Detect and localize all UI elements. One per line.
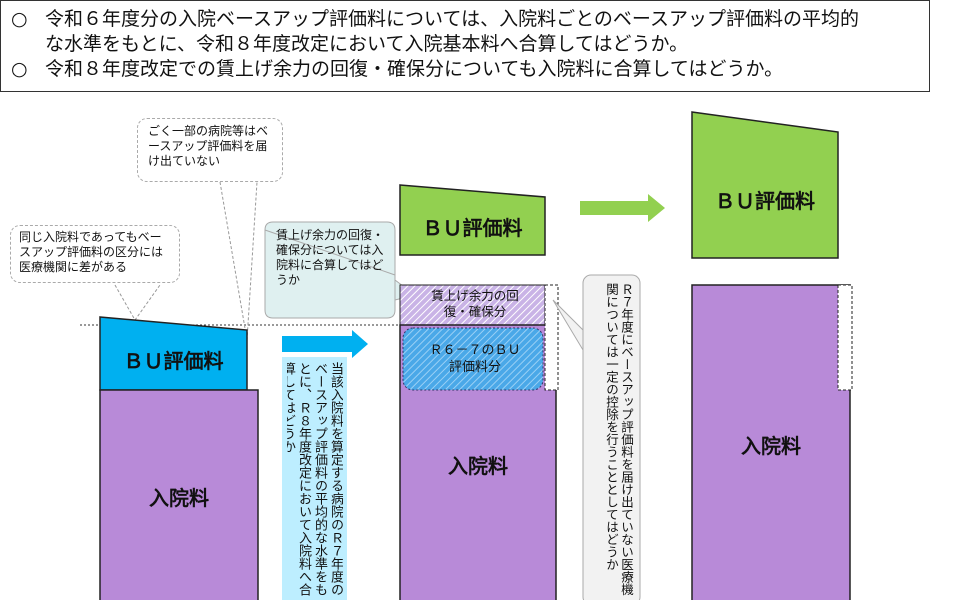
- wage-label: 賃上げ余力の回復・確保分: [431, 288, 519, 319]
- r67-block: [402, 327, 544, 391]
- callout-tail: [114, 284, 161, 321]
- callout-not-filed: ごく一部の病院等はベースアップ評価料を届け出ていない: [137, 118, 283, 182]
- r67-label: Ｒ６－７のＢＵ評価料分: [429, 343, 521, 375]
- callout-tail: [219, 181, 258, 341]
- deduct-gap: [544, 284, 559, 391]
- summary-text: 令和８年度改定での賃上げ余力の回復・確保分についても入院料に合算してはどうか。: [45, 58, 784, 80]
- bullet: ○: [11, 8, 28, 30]
- summary-text: 令和６年度分の入院ベースアップ評価料については、入院料ごとのベースアップ評価料の…: [45, 8, 859, 30]
- summary-item-1: ○ 令和６年度分の入院ベースアップ評価料については、入院料ごとのベースアップ評価料…: [11, 7, 919, 32]
- right-nyuin-block: [691, 284, 851, 600]
- middle-bu-block: [399, 184, 546, 256]
- right-bu-block: [691, 111, 839, 259]
- callout-same-fee: 同じ入院料であってもベースアップ評価料の区分には医療機関に差がある: [10, 225, 180, 283]
- wage-callout-bg: [264, 221, 396, 319]
- wage-callout: 賃上げ余力の回復・確保分については入院料に合算してはどうか: [276, 228, 385, 287]
- right-nyuin-label: 入院料: [741, 434, 801, 458]
- left-nyuin-label: 入院料: [149, 486, 209, 510]
- right-bu-label: ＢＵ評価料: [715, 189, 815, 213]
- middle-bu-label: ＢＵ評価料: [422, 216, 523, 240]
- deduct-gap: [837, 284, 853, 391]
- left-nyuin-block: [99, 389, 259, 600]
- deduct-callout-bg: [582, 274, 641, 600]
- summary-item-2: ○ 令和８年度改定での賃上げ余力の回復・確保分についても入院料に合算してはどうか。: [11, 57, 919, 82]
- summary-text: な水準をもとに、令和８年度改定において入院基本料へ合算してはどうか。: [45, 33, 689, 55]
- wage-block: [399, 284, 546, 326]
- deduct-callout: Ｒ７年度にベースアップ評価料を届け出ていない医療機関については一定の控除を行うこ…: [604, 283, 634, 596]
- middle-nyuin-label: 入院料: [448, 454, 508, 478]
- callout-tail: [552, 299, 584, 352]
- summary-box: ○ 令和６年度分の入院ベースアップ評価料については、入院料ごとのベースアップ評価料…: [0, 0, 930, 92]
- arrow-note: 当該入院料を算定する病院のＲ７年度のベースアップ評価料の平均的な水準をもとに、Ｒ…: [287, 362, 343, 596]
- bullet: ○: [11, 58, 28, 80]
- left-bu-label: ＢＵ評価料: [123, 349, 224, 373]
- green-arrow-icon: [580, 194, 665, 222]
- blue-arrow-icon: [282, 330, 368, 358]
- arrow-note-bg: [282, 357, 347, 600]
